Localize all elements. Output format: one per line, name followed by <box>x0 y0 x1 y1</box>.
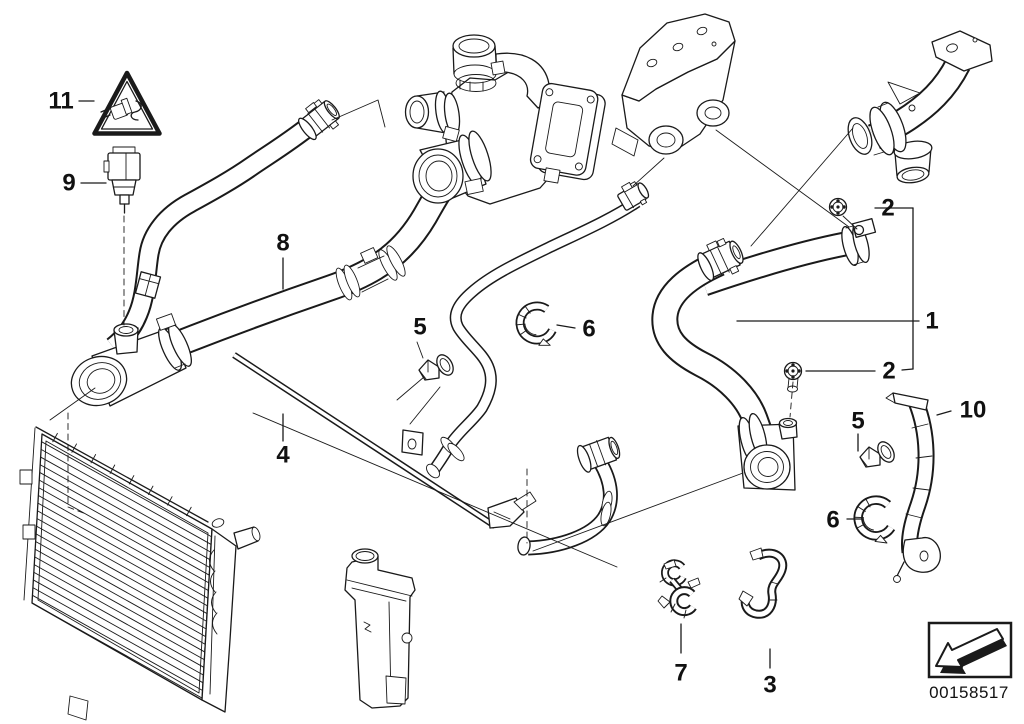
rod-end-bracket <box>487 491 537 529</box>
main-water-hose <box>651 218 877 491</box>
hose-holder-clip <box>738 547 788 619</box>
screw-2b <box>783 361 803 393</box>
part-number: 00158517 <box>929 683 1009 702</box>
coolant-pipe <box>847 30 993 184</box>
callout-2b: 2 <box>882 358 895 385</box>
radiator <box>19 426 261 721</box>
mounting-bracket <box>885 392 941 583</box>
callout-7: 7 <box>674 660 687 687</box>
vent-hose-connector <box>617 181 650 211</box>
thermostat-flange <box>529 82 599 184</box>
sensor-port <box>113 323 139 355</box>
connector-glyph <box>100 97 142 121</box>
vent-hose <box>426 181 650 479</box>
expanding-rivet-5b <box>859 438 899 468</box>
callout-11: 11 <box>48 88 73 115</box>
callout-1: 1 <box>925 308 938 335</box>
hose-clamp-fitting <box>841 218 877 267</box>
callout-10: 10 <box>960 397 987 424</box>
radiator-core-fins <box>32 434 212 700</box>
engine-mount-bracket <box>611 13 736 157</box>
callout-2a: 2 <box>881 195 894 222</box>
hose-clip-6b <box>852 496 894 547</box>
leader-lines <box>49 99 952 669</box>
assembly-dashed-lines <box>67 215 794 544</box>
callout-6a: 6 <box>582 316 595 343</box>
temperature-sensor <box>103 146 141 214</box>
expansion-tank <box>344 548 416 709</box>
warning-triangle-icon <box>92 70 162 136</box>
rod-mid-tab <box>401 429 424 456</box>
hose-end-fitting <box>737 412 798 491</box>
quick-connector <box>297 99 340 141</box>
hose-clip-6a <box>512 301 556 353</box>
upper-radiator-hose <box>106 99 340 356</box>
callout-6b: 6 <box>826 507 839 534</box>
hose-clip-bracket <box>134 271 162 299</box>
direction-arrow-icon <box>935 628 1007 674</box>
quick-connector <box>697 238 744 282</box>
radiator-outlet-stub <box>233 526 261 550</box>
callout-3: 3 <box>763 672 776 699</box>
hose-end-fitting <box>70 313 192 407</box>
callout-5b: 5 <box>851 408 864 435</box>
lower-radiator-hose <box>70 168 461 407</box>
double-hose-clip <box>657 559 701 619</box>
expansion-tank-hose <box>517 436 621 556</box>
screw-2a <box>828 197 848 217</box>
expanding-rivet-5a <box>418 351 458 381</box>
callout-5a: 5 <box>413 314 426 341</box>
legend: 00158517 <box>927 621 1013 702</box>
thermostat-housing <box>404 34 606 205</box>
support-rod <box>232 352 537 529</box>
callout-4: 4 <box>276 442 290 469</box>
sensor-port <box>778 417 798 440</box>
callout-8: 8 <box>276 230 289 257</box>
callout-9: 9 <box>62 170 75 197</box>
quick-connector <box>576 436 621 473</box>
